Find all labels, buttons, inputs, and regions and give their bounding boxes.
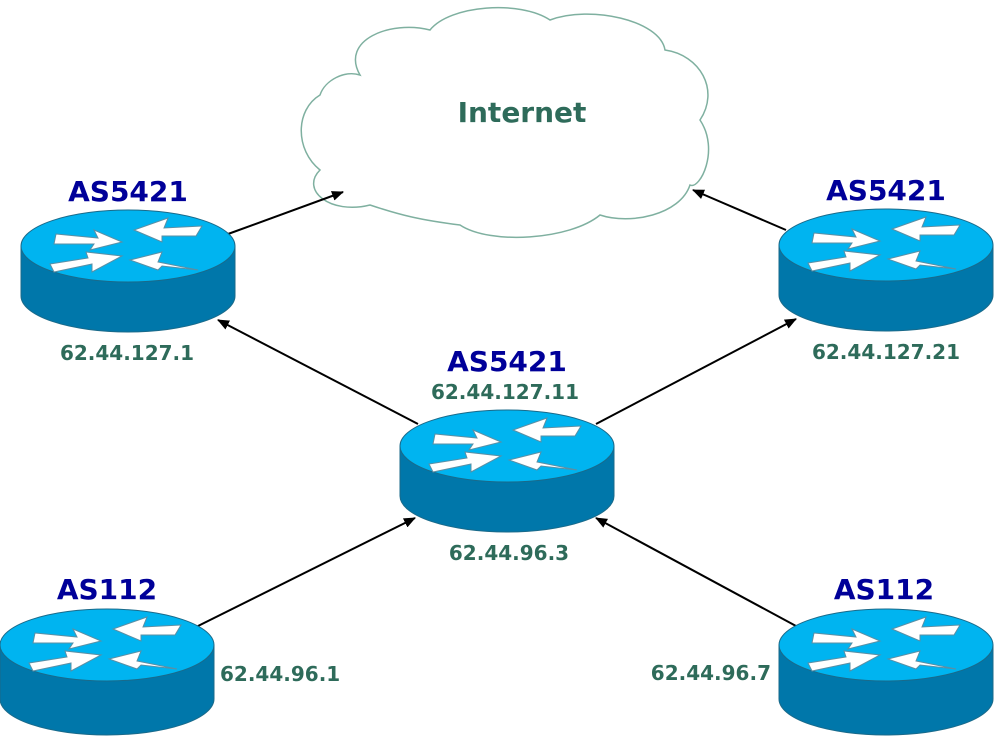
ip-label-center-top: 62.44.127.11 xyxy=(431,380,579,404)
router-bottom-right xyxy=(778,608,994,736)
router-center xyxy=(399,409,615,533)
ip-label-bottom-left: 62.44.96.1 xyxy=(220,662,340,686)
link-center-to-topleft xyxy=(217,319,419,425)
router-icon xyxy=(399,409,615,533)
link-center-to-topright xyxy=(595,318,797,425)
router-top-left xyxy=(20,209,236,333)
ip-label-top-right: 62.44.127.21 xyxy=(812,340,960,364)
router-icon xyxy=(778,608,994,736)
cloud-label: Internet xyxy=(458,96,587,129)
as-label-center: AS5421 xyxy=(447,345,567,378)
links xyxy=(197,189,797,627)
link-bottomleft-to-center xyxy=(197,517,416,627)
as-label-top-left: AS5421 xyxy=(68,175,188,208)
router-icon xyxy=(778,208,994,332)
router-icon xyxy=(0,608,215,736)
router-icon xyxy=(20,209,236,333)
as-label-bottom-left: AS112 xyxy=(57,573,157,606)
ip-label-top-left: 62.44.127.1 xyxy=(60,341,194,365)
link-bottomright-to-center xyxy=(595,517,797,627)
as-label-top-right: AS5421 xyxy=(826,174,946,207)
link-topleft-to-internet xyxy=(227,191,344,235)
internet-cloud: Internet xyxy=(300,6,710,239)
link-topright-to-internet xyxy=(692,189,787,231)
router-bottom-left xyxy=(0,608,215,736)
as-label-bottom-right: AS112 xyxy=(834,573,934,606)
router-top-right xyxy=(778,208,994,332)
ip-label-bottom-right: 62.44.96.7 xyxy=(651,661,771,685)
cloud-icon xyxy=(300,6,710,239)
ip-label-center-bottom: 62.44.96.3 xyxy=(449,541,569,565)
